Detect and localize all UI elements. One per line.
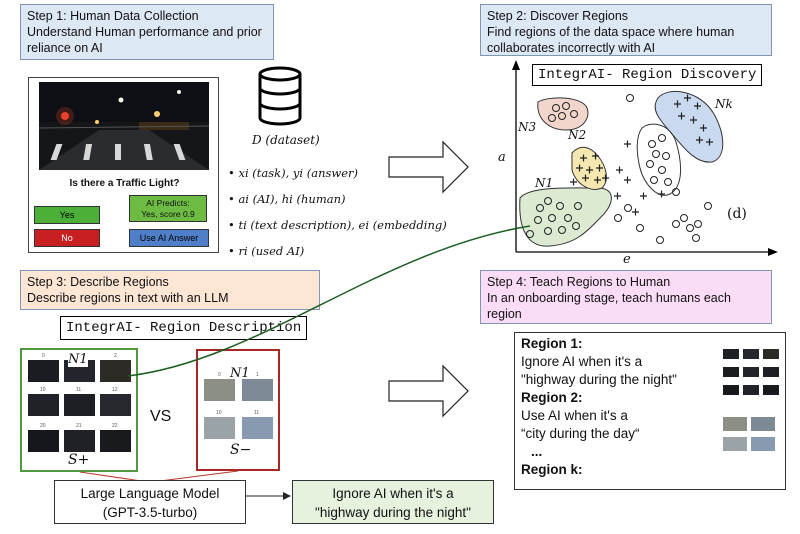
region1-line2: "highway during the night" bbox=[521, 372, 677, 387]
positive-set: 0 1 2 10 11 12 20 21 22 bbox=[20, 348, 138, 472]
database-icon bbox=[258, 66, 302, 126]
circle-points bbox=[526, 94, 712, 244]
y-axis-label: a bbox=[498, 150, 506, 165]
ellipsis: ... bbox=[531, 444, 543, 459]
region-outline bbox=[636, 123, 681, 196]
llm-output-box: Ignore AI when it's a "highway during th… bbox=[292, 480, 494, 524]
dataset-item: • ti (text description), ei (embedding) bbox=[228, 218, 447, 232]
step3-header: Step 3: Describe Regions Describe region… bbox=[20, 270, 320, 310]
question-text: Is there a Traffic Light? bbox=[69, 178, 180, 189]
region-label-n3: N3 bbox=[518, 120, 537, 134]
ai-prediction-box: AI Predicts: Yes, score 0.9 bbox=[129, 195, 207, 222]
region-label-n1: N1 bbox=[535, 176, 554, 190]
labeling-interface: Is there a Traffic Light? Yes No AI Pred… bbox=[28, 77, 219, 253]
day-image-tile: 1 bbox=[242, 372, 273, 401]
region-nk bbox=[654, 90, 724, 163]
region-label-nk: Nk bbox=[715, 97, 733, 111]
teaching-panel: Region 1: Ignore AI when it's a "highway… bbox=[514, 332, 786, 490]
step4-header: Step 4: Teach Regions to Human In an onb… bbox=[480, 270, 772, 324]
llm-output-line1: Ignore AI when it's a bbox=[332, 486, 454, 501]
x-axis-label: e bbox=[623, 252, 631, 267]
step3-title: Step 3: Describe Regions bbox=[27, 275, 169, 289]
step3-subtitle: Describe regions in text with an LLM bbox=[27, 291, 229, 305]
step4-title: Step 4: Teach Regions to Human bbox=[487, 275, 671, 289]
night-image-tile: 0 bbox=[28, 353, 59, 382]
region-description-title: IntegrAI- Region Description bbox=[60, 316, 308, 340]
ai-predicts-label: AI Predicts: bbox=[146, 198, 190, 208]
ai-predicts-value: Yes, score 0.9 bbox=[141, 209, 195, 219]
region1-thumbnails bbox=[723, 349, 781, 409]
night-image-tile: 12 bbox=[100, 387, 131, 416]
night-image-tile: 22 bbox=[100, 423, 131, 452]
step2-subtitle: Find regions of the data space where hum… bbox=[487, 25, 735, 55]
step1-title: Step 1: Human Data Collection bbox=[27, 9, 199, 23]
n1-label-positive: N1 bbox=[68, 352, 88, 367]
vs-label: VS bbox=[150, 408, 172, 425]
region-n3 bbox=[537, 97, 589, 131]
day-image-tile: 11 bbox=[242, 410, 273, 439]
night-image-tile: 20 bbox=[28, 423, 59, 452]
panel-tag: (d) bbox=[727, 206, 747, 222]
llm-box: Large Language Model (GPT-3.5-turbo) bbox=[54, 480, 246, 524]
right-arrow-icon bbox=[388, 364, 469, 418]
night-image-tile: 10 bbox=[28, 387, 59, 416]
region2-thumbnails bbox=[723, 411, 781, 455]
day-image-tile: 10 bbox=[204, 410, 235, 439]
region-discovery-title: IntegrAI- Region Discovery bbox=[532, 64, 763, 86]
region-n1 bbox=[519, 187, 612, 247]
region2-title: Region 2: bbox=[521, 390, 583, 405]
step1-subtitle: Understand Human performance and prior r… bbox=[27, 25, 262, 55]
region2-line1: Use AI when it's a bbox=[521, 408, 628, 423]
dataset-label: D (dataset) bbox=[252, 133, 320, 147]
y-axis-arrowhead bbox=[512, 60, 520, 70]
dataset-item: • ri (used AI) bbox=[228, 244, 305, 258]
day-image-tile: 0 bbox=[204, 372, 235, 401]
step4-subtitle: In an onboarding stage, teach humans eac… bbox=[487, 291, 731, 321]
region-discovery-plot bbox=[512, 60, 778, 256]
region-label-n2: N2 bbox=[568, 128, 587, 142]
right-arrow-icon bbox=[388, 140, 469, 194]
region2-line2: “city during the day“ bbox=[521, 426, 640, 441]
region1-title: Region 1: bbox=[521, 336, 583, 351]
n1-label-negative: N1 bbox=[230, 366, 250, 381]
yes-button[interactable]: Yes bbox=[34, 206, 100, 224]
night-image-tile: 21 bbox=[64, 423, 95, 452]
night-road-photo bbox=[39, 82, 209, 170]
dataset-item: • ai (AI), hi (human) bbox=[228, 192, 346, 206]
step1-header: Step 1: Human Data Collection Understand… bbox=[20, 4, 274, 60]
llm-model: (GPT-3.5-turbo) bbox=[102, 505, 198, 520]
use-ai-answer-button[interactable]: Use AI Answer bbox=[129, 229, 209, 247]
step2-header: Step 2: Discover Regions Find regions of… bbox=[480, 4, 772, 56]
positive-set-label: S+ bbox=[68, 452, 90, 468]
region1-line1: Ignore AI when it's a bbox=[521, 354, 643, 369]
negative-set-label: S− bbox=[230, 442, 252, 458]
night-road-image bbox=[39, 82, 209, 170]
llm-name: Large Language Model bbox=[80, 486, 220, 501]
x-axis-arrowhead bbox=[768, 248, 778, 256]
step2-title: Step 2: Discover Regions bbox=[487, 9, 629, 23]
no-button[interactable]: No bbox=[34, 229, 100, 247]
llm-output-line2: "highway during the night" bbox=[315, 505, 471, 520]
night-image-tile: 11 bbox=[64, 387, 95, 416]
plus-points bbox=[570, 94, 713, 216]
night-image-tile: 2 bbox=[100, 353, 131, 382]
regionk-title: Region k: bbox=[521, 462, 583, 477]
dataset-item: • xi (task), yi (answer) bbox=[228, 166, 359, 180]
